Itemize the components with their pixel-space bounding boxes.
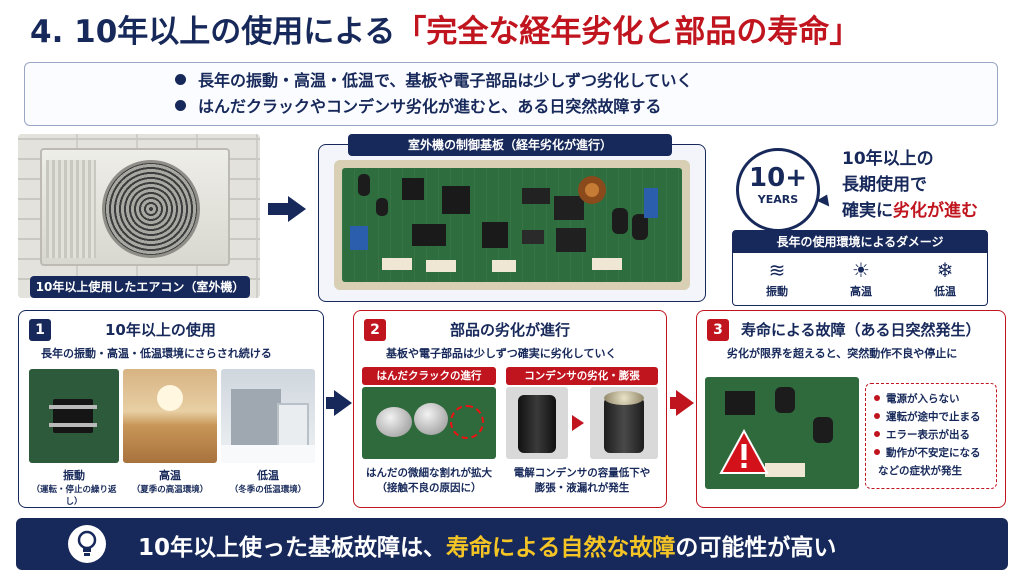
caption-line: 膨張・液漏れが発生 [534, 482, 630, 494]
symptom-item: エラー表示が出る [874, 426, 996, 444]
damage-heading: 長年の使用環境によるダメージ [733, 231, 987, 253]
years-unit: YEARS [757, 193, 799, 206]
symptom-footer: などの症状が発生 [878, 465, 962, 477]
snow-photo [221, 369, 315, 463]
bullet-dot-icon [175, 74, 186, 85]
caption-line: （接触不良の原因に） [376, 482, 482, 494]
lightbulb-icon [68, 525, 106, 563]
bullet-dot-icon [175, 100, 186, 111]
step-number: 1 [29, 319, 51, 341]
step-subtitle: 劣化が限界を超えると、突然動作不良や停止に [727, 347, 958, 360]
symptom-item: 動作が不安定になる [874, 444, 996, 462]
control-board-illustration [334, 160, 690, 290]
damage-item-cold: ❄ 低温 [915, 257, 975, 299]
arrow-right-icon [268, 196, 306, 222]
desert-photo [123, 369, 217, 463]
outdoor-unit-label: 10年以上使用したエアコン（室外機） [30, 276, 250, 298]
photo-label: 振動 [63, 469, 85, 482]
damage-box: 長年の使用環境によるダメージ ≋ 振動 ☀ 高温 ❄ 低温 [732, 230, 988, 306]
photo-sublabel: （運転・停止の繰り返し） [31, 485, 117, 507]
outdoor-unit-photo [18, 134, 260, 298]
capacitor-swollen-photo [590, 387, 658, 459]
title-highlight: 「完全な経年劣化と部品の寿命」 [395, 14, 861, 50]
cycle-arrow-icon [816, 191, 834, 207]
summary-bullet: 長年の振動・高温・低温で、基板や電子部品は少しずつ劣化していく [175, 68, 997, 94]
symptom-item: 電源が入らない [874, 390, 996, 408]
arrow-right-icon [572, 415, 584, 431]
step-subtitle: 基板や電子部品は少しずつ確実に劣化していく [386, 347, 617, 360]
conclusion-text: 10年以上使った基板故障は、寿命による自然な故障の可能性が高い [138, 535, 837, 561]
step-number: 3 [707, 319, 729, 341]
damage-item-vibration: ≋ 振動 [747, 257, 807, 299]
conclusion-banner: 10年以上使った基板故障は、寿命による自然な故障の可能性が高い [16, 518, 1008, 570]
sun-icon: ☀ [852, 258, 870, 282]
step-subtitle: 長年の振動・高温・低温環境にさらされ続ける [41, 347, 272, 360]
pcb-components [350, 174, 658, 272]
step-panel-1: 1 10年以上の使用 長年の振動・高温・低温環境にさらされ続ける 振動 （運転・… [18, 310, 324, 508]
step-number: 2 [364, 319, 386, 341]
step-title: 10年以上の使用 [105, 321, 216, 339]
step-title: 部品の劣化が進行 [450, 321, 571, 339]
solder-crack-photo [362, 387, 496, 459]
caption-line: 電解コンデンサの容量低下や [513, 467, 651, 479]
vibration-photo [29, 369, 119, 463]
years-badge: 10+ YEARS [736, 148, 820, 232]
failed-board-photo [705, 377, 859, 489]
symptom-list: 電源が入らない 運転が途中で止まる エラー表示が出る 動作が不安定になる などの… [865, 383, 997, 489]
symptom-item: 運転が途中で止まる [874, 408, 996, 426]
arrow-right-icon [670, 390, 694, 416]
warning-icon [719, 429, 769, 474]
photo-sublabel: （夏季の高温環境） [131, 485, 209, 495]
vibration-icon: ≋ [768, 258, 786, 282]
caption-line: はんだの微細な割れが拡大 [366, 467, 492, 479]
title-prefix: 4. 10年以上の使用による [30, 14, 396, 50]
fan-icon [102, 160, 200, 258]
arrow-right-icon [326, 390, 352, 416]
photo-sublabel: （冬季の低温環境） [229, 485, 307, 495]
step-panel-2: 2 部品の劣化が進行 基板や電子部品は少しずつ確実に劣化していく はんだクラック… [353, 310, 667, 508]
tag-capacitor: コンデンサの劣化・膨張 [506, 367, 658, 385]
step-panel-3: 3 寿命による故障（ある日突然発生） 劣化が限界を超えると、突然動作不良や停止に… [696, 310, 1006, 508]
page-title: 4. 10年以上の使用による「完全な経年劣化と部品の寿命」 [30, 6, 1000, 50]
years-number: 10+ [749, 163, 807, 193]
photo-label: 高温 [159, 469, 181, 482]
outdoor-unit-illustration [40, 148, 230, 266]
summary-bullet: はんだクラックやコンデンサ劣化が進むと、ある日突然故障する [175, 94, 997, 120]
control-board-label: 室外機の制御基板（経年劣化が進行） [348, 134, 672, 156]
summary-box: 長年の振動・高温・低温で、基板や電子部品は少しずつ劣化していく はんだクラックや… [24, 62, 998, 126]
snowflake-icon: ❄ [936, 258, 954, 282]
damage-item-heat: ☀ 高温 [831, 257, 891, 299]
tag-solder-crack: はんだクラックの進行 [362, 367, 496, 385]
capacitor-normal-photo [506, 387, 568, 459]
photo-label: 低温 [257, 469, 279, 482]
years-description: 10年以上の 長期使用で 確実に劣化が進む [842, 149, 978, 221]
step-title: 寿命による故障（ある日突然発生） [741, 321, 981, 339]
